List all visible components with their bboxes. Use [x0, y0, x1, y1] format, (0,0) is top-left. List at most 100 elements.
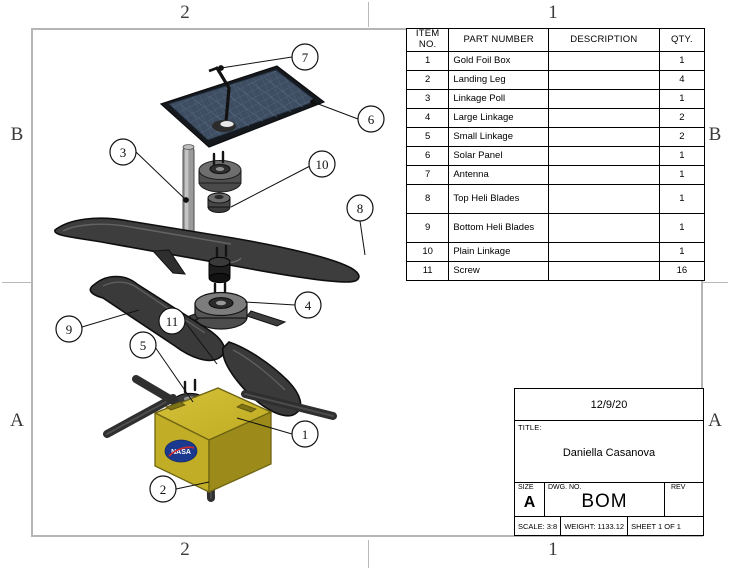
- zone-divider-top: [368, 2, 369, 27]
- svg-text:2: 2: [160, 482, 167, 497]
- zone-marker-left-b: B: [10, 124, 24, 145]
- zone-divider-bottom: [368, 540, 369, 568]
- svg-text:NASA: NASA: [171, 449, 191, 456]
- bom-cell-item: 10: [405, 242, 450, 262]
- top-heli-blades-part: [54, 217, 360, 283]
- balloon-1: 1: [291, 420, 319, 448]
- bom-cell-part-number: Gold Foil Box: [448, 51, 549, 71]
- svg-text:3: 3: [120, 145, 127, 160]
- rev-label: REV: [671, 484, 686, 491]
- svg-text:9: 9: [66, 322, 73, 337]
- zone-marker-top-1: 1: [548, 2, 558, 23]
- bom-cell-qty: 2: [658, 127, 706, 147]
- dwg-no-field: DWG. NO. BOM: [545, 483, 665, 516]
- footer-divider-2: [627, 517, 629, 535]
- bom-cell-item: 1: [405, 51, 450, 71]
- bom-cell-part-number: Top Heli Blades: [448, 184, 549, 214]
- bom-header-item-line2: NO.: [418, 39, 437, 50]
- bom-cell-item: 7: [405, 165, 450, 185]
- zone-divider-right: [700, 282, 728, 283]
- svg-text:4: 4: [305, 298, 312, 313]
- bom-cell-description: [547, 213, 660, 243]
- svg-text:5: 5: [140, 338, 147, 353]
- zone-marker-right-b: B: [708, 124, 722, 145]
- bom-cell-description: [547, 89, 660, 109]
- bom-header-qty: QTY.: [658, 28, 706, 52]
- dwg-row: SIZE A DWG. NO. BOM REV: [515, 483, 703, 517]
- bom-header-item-no: ITEM NO.: [405, 28, 450, 52]
- bom-cell-item: 6: [405, 146, 450, 166]
- balloon-6: 6: [357, 105, 385, 133]
- bom-header-row: ITEM NO. PART NUMBER DESCRIPTION QTY.: [405, 28, 706, 52]
- title-field: TITLE: Daniella Casanova: [515, 421, 703, 483]
- bom-cell-qty: 16: [658, 261, 706, 281]
- title-block: 12/9/20 TITLE: Daniella Casanova SIZE A …: [514, 388, 704, 536]
- title-value: Daniella Casanova: [562, 447, 656, 459]
- bom-cell-part-number: Landing Leg: [448, 70, 549, 90]
- zone-marker-top-2: 2: [180, 2, 190, 23]
- title-block-footer: SCALE: 3:8 WEIGHT: 1133.12 SHEET 1 OF 1: [515, 517, 703, 535]
- bom-cell-description: [547, 70, 660, 90]
- bom-cell-item: 3: [405, 89, 450, 109]
- sheet-value: SHEET 1 OF 1: [631, 521, 681, 531]
- bom-cell-description: [547, 127, 660, 147]
- drawing-date: 12/9/20: [515, 389, 703, 421]
- bom-cell-part-number: Screw: [448, 261, 549, 281]
- bom-cell-description: [547, 184, 660, 214]
- zone-marker-right-a: A: [708, 410, 722, 431]
- bom-cell-description: [547, 146, 660, 166]
- screw-part-2: [215, 244, 228, 260]
- bom-cell-part-number: Small Linkage: [448, 127, 549, 147]
- rev-field: REV: [665, 483, 703, 516]
- bom-cell-item: 5: [405, 127, 450, 147]
- bom-header-part-number: PART NUMBER: [448, 28, 549, 52]
- svg-text:11: 11: [166, 314, 179, 329]
- balloon-8: 8: [346, 194, 374, 222]
- linkage-hub-part: [198, 160, 242, 193]
- dwg-no-value: BOM: [581, 491, 628, 512]
- bom-cell-qty: 4: [658, 70, 706, 90]
- balloon-4: 4: [294, 291, 322, 319]
- bom-cell-item: 9: [405, 213, 450, 243]
- balloon-group: 7 6 3 10 8 9 11 4 5 1 2: [55, 43, 385, 503]
- bom-cell-item: 2: [405, 70, 450, 90]
- balloon-11: 11: [158, 307, 186, 335]
- size-field: SIZE A: [515, 483, 545, 516]
- bom-cell-qty: 1: [658, 146, 706, 166]
- solar-panel-part: [159, 65, 326, 148]
- bom-cell-description: [547, 242, 660, 262]
- bom-cell-qty: 1: [658, 213, 706, 243]
- svg-text:8: 8: [357, 201, 364, 216]
- zone-marker-left-a: A: [10, 410, 24, 431]
- svg-text:10: 10: [316, 157, 329, 172]
- bom-cell-part-number: Solar Panel: [448, 146, 549, 166]
- balloon-5: 5: [129, 331, 157, 359]
- balloon-9: 9: [55, 315, 83, 343]
- zone-divider-left: [2, 282, 32, 283]
- gold-foil-box-part: NASA: [153, 387, 273, 494]
- dwg-no-label: DWG. NO.: [548, 484, 582, 491]
- bom-cell-qty: 1: [658, 165, 706, 185]
- svg-text:1: 1: [302, 427, 309, 442]
- bom-cell-qty: 1: [658, 184, 706, 214]
- plain-linkage-part: [207, 192, 231, 213]
- bom-cell-qty: 1: [658, 89, 706, 109]
- bom-cell-description: [547, 165, 660, 185]
- small-hub-part: [208, 256, 231, 284]
- bottom-heli-blades-part: [89, 275, 302, 417]
- bom-cell-qty: 1: [658, 51, 706, 71]
- antenna-part: [208, 66, 236, 132]
- svg-text:6: 6: [368, 112, 375, 127]
- screw-part: [212, 150, 225, 166]
- bom-cell-description: [547, 108, 660, 128]
- bom-cell-part-number: Large Linkage: [448, 108, 549, 128]
